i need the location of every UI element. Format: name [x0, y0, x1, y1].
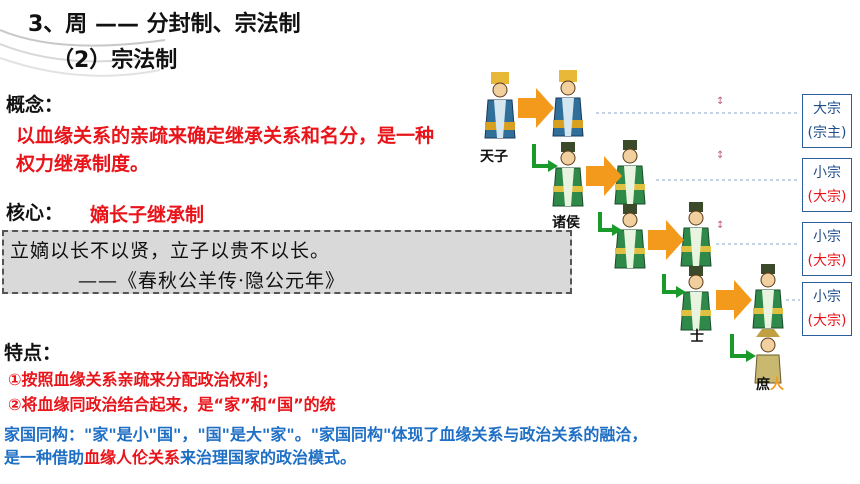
summary-line-2: 是一种借助血缘人伦关系来治理国家的政治模式。 [4, 448, 357, 467]
level-shuren: 庶人 [756, 377, 784, 393]
feature-item-1: ①按照血缘关系亲疏来分配政治权利； [8, 370, 278, 389]
core-value: 嫡长子继承制 [90, 204, 205, 226]
svg-text:↕: ↕ [716, 96, 724, 107]
core-label: 核心： [6, 202, 64, 224]
quote-source: ——《春秋公羊传·隐公元年》 [78, 270, 346, 292]
lineage-box-1: 大宗(宗主) [802, 94, 852, 148]
quote-line-1: 立嫡以长不以贤，立子以贵不以长。 [10, 240, 331, 262]
level-shi: 士 [690, 329, 704, 345]
svg-text:↕: ↕ [716, 220, 724, 231]
summary-line-1: 家国同构："家"是小"国"，"国"是大"家"。"家国同构"体现了血缘关系与政治关… [4, 425, 648, 444]
page-title: 3、周 —— 分封制、宗法制 [28, 12, 301, 37]
level-tianzi: 天子 [480, 149, 508, 165]
page-subtitle: （2）宗法制 [52, 48, 178, 73]
decorative-arcs [0, 29, 166, 77]
concept-text: 以血缘关系的亲疏来确定继承关系和名分，是一种权力继承制度。 [16, 125, 435, 175]
lineage-box-2: 小宗(大宗) [802, 158, 852, 212]
quote-box [2, 230, 572, 294]
concept-label: 概念： [6, 94, 64, 116]
lineage-diagram: ↕ ↕ ↕ [484, 69, 800, 384]
features-label: 特点： [4, 342, 62, 364]
feature-item-2: ②将血缘同政治结合起来，是“家”和“国”的统 [8, 395, 336, 414]
svg-text:↕: ↕ [716, 150, 724, 161]
level-zhuhou: 诸侯 [552, 215, 580, 231]
lineage-box-4: 小宗(大宗) [802, 282, 852, 336]
lineage-box-3: 小宗(大宗) [802, 222, 852, 276]
